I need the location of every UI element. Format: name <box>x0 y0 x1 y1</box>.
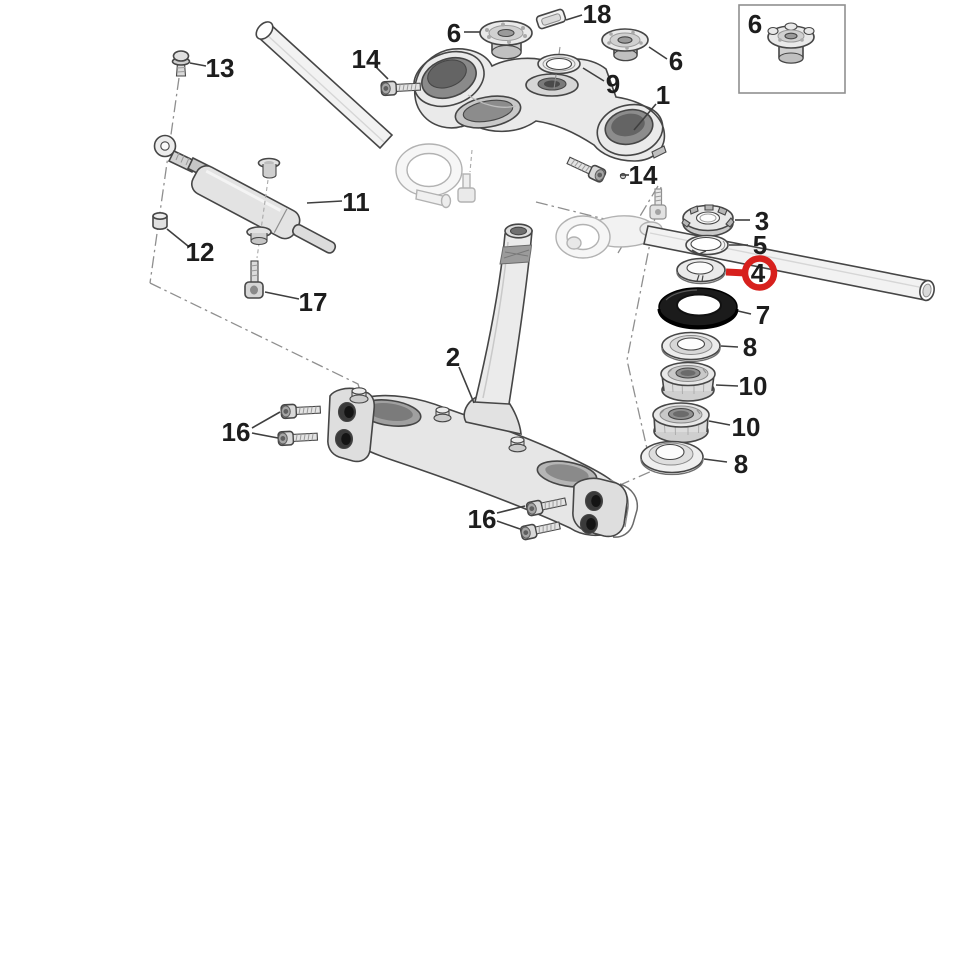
callout-3: 3 <box>755 206 769 236</box>
callout-4: 4 <box>751 258 766 288</box>
tapered-bearing-10-upper <box>660 361 716 402</box>
callout-6-right: 6 <box>669 46 683 76</box>
lower-triple-clamp <box>327 223 639 538</box>
callout-6-inset: 6 <box>748 9 762 39</box>
clamp-top-hex-bolt <box>508 436 527 453</box>
tapered-bearing-10-lower <box>652 402 710 444</box>
steering-stem <box>473 230 533 405</box>
steering-damper-11 <box>153 134 337 259</box>
bolt-16-left-upper <box>280 402 322 420</box>
callout-9: 9 <box>606 69 620 99</box>
callout-10-upper: 10 <box>739 371 768 401</box>
callout-14-left: 14 <box>352 44 381 74</box>
leader-lines <box>166 14 752 530</box>
callout-17: 17 <box>299 287 328 317</box>
bearing-cover-6-inset <box>767 22 815 64</box>
callout-7: 7 <box>756 300 770 330</box>
callout-16-left: 16 <box>222 417 251 447</box>
callout-8-upper: 8 <box>743 332 757 362</box>
callout-8-lower: 8 <box>734 449 748 479</box>
inset-detail-box <box>738 4 846 94</box>
steering-stack-parts <box>640 204 739 476</box>
bearing-cover-6-left <box>479 20 533 60</box>
upper-triple-clamp <box>413 48 667 162</box>
left-handlebar-clamp <box>395 143 476 209</box>
bushing-12 <box>152 212 168 230</box>
dust-seal-7 <box>657 287 739 330</box>
highlight-circle <box>741 255 778 291</box>
right-handlebar-clamp-bolt <box>649 188 667 220</box>
bearing-cover-6-right <box>601 28 649 62</box>
callout-labels: 13 14 18 6 9 6 1 14 11 12 17 3 5 4 7 8 1… <box>186 0 771 534</box>
left-handlebar-tube <box>255 21 394 150</box>
callout-6-left: 6 <box>447 18 461 48</box>
ring-nut-3 <box>681 204 735 237</box>
callout-14-right: 14 <box>629 160 658 190</box>
callout-11: 11 <box>342 187 370 217</box>
washer-9 <box>537 46 581 90</box>
callout-2: 2 <box>446 342 460 372</box>
keyed-washer-4 <box>676 257 726 285</box>
shim-plate-18 <box>535 8 567 30</box>
callout-16-bottom: 16 <box>468 504 497 534</box>
bearing-race-8-upper <box>661 331 721 363</box>
callout-12: 12 <box>186 237 215 267</box>
bolt-16-left-lower <box>277 429 319 447</box>
bearing-race-8-lower <box>640 440 704 476</box>
right-handlebar-clamp <box>555 215 663 259</box>
lock-washer-5 <box>685 234 729 256</box>
highlight-annotation <box>725 255 778 291</box>
callout-10-lower: 10 <box>732 412 761 442</box>
bolt-13 <box>171 50 191 77</box>
callout-13: 13 <box>206 53 235 83</box>
callout-5: 5 <box>753 230 767 260</box>
callout-1: 1 <box>656 80 670 110</box>
bolt-16-bottom-lower <box>519 518 562 542</box>
callout-18: 18 <box>583 0 612 29</box>
clamp-top-hex-bolt <box>349 387 369 404</box>
clamp-top-hex-bolt <box>433 406 452 423</box>
bolt-17 <box>244 260 264 299</box>
damper-flanged-nut <box>246 226 272 246</box>
